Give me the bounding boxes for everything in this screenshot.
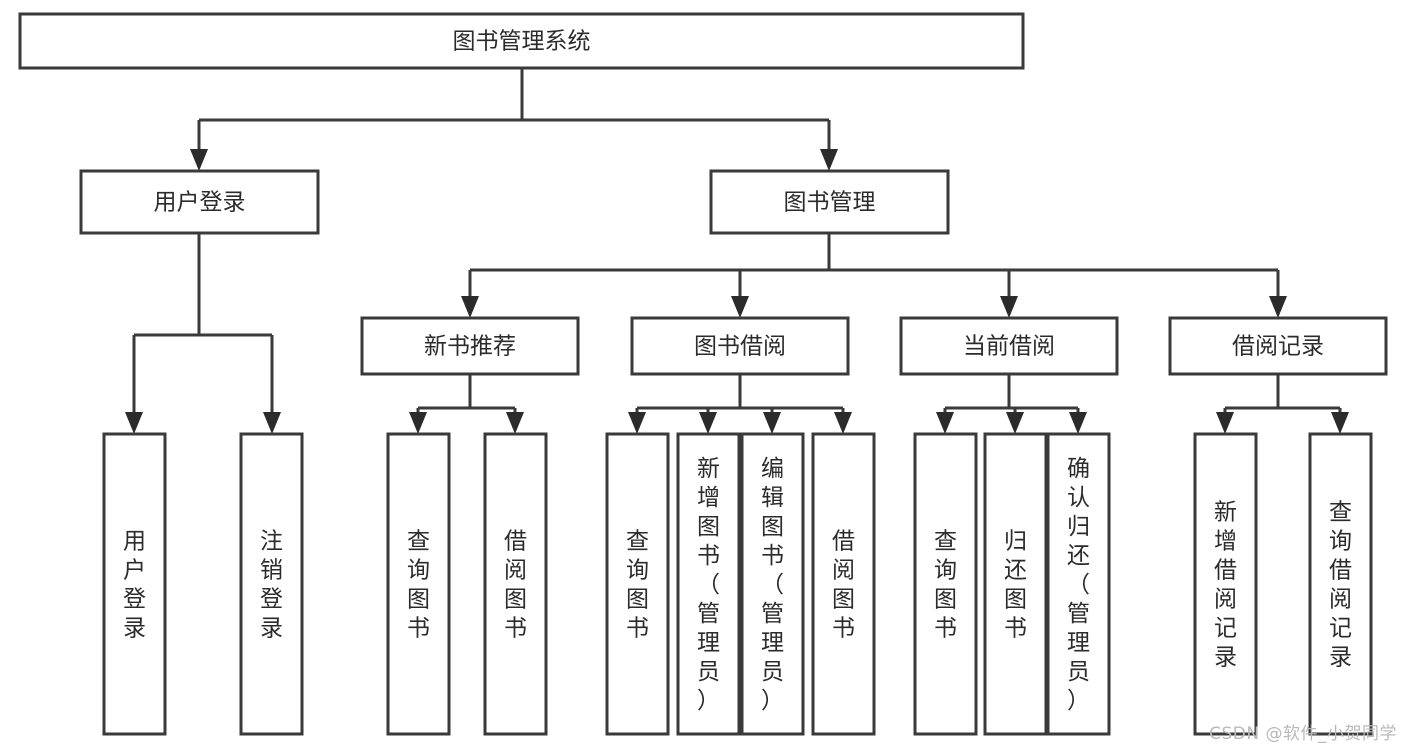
node-leaf-4[interactable]: 查询图书 [605, 432, 670, 736]
arrow-head-icon [763, 412, 781, 434]
arrow-head-icon [699, 412, 717, 434]
node-leaf-0[interactable]: 用户登录 [102, 432, 167, 736]
connectors-layer [125, 68, 1349, 434]
node-label: 图书管理 [784, 190, 876, 216]
node-label: 借阅记录 [1232, 334, 1324, 360]
node-leaf-3[interactable]: 借阅图书 [483, 432, 548, 736]
node-leaf-6[interactable]: 编辑图书（管理员） [740, 432, 805, 736]
connector-group-0 [190, 68, 838, 171]
arrow-head-icon [1000, 296, 1018, 318]
node-label: 当前借阅 [963, 334, 1055, 360]
arrow-head-icon [1069, 412, 1087, 434]
arrow-head-icon [834, 412, 852, 434]
node-leaf-12[interactable]: 查询借阅记录 [1308, 432, 1373, 736]
connector-group-1 [125, 233, 281, 434]
arrow-head-icon [190, 149, 208, 171]
node-level1-1[interactable]: 图书管理 [709, 169, 950, 235]
connector-group-4 [628, 374, 852, 434]
nodes-layer: 图书管理系统用户登录图书管理新书推荐图书借阅当前借阅借阅记录用户登录注销登录查询… [18, 12, 1388, 736]
node-label: 注销登录 [260, 529, 283, 642]
arrow-head-icon [125, 412, 143, 434]
node-label: 新增图书（管理员） [697, 456, 720, 714]
node-label: 查询图书 [626, 529, 649, 642]
arrow-head-icon [1269, 296, 1287, 318]
node-box[interactable] [1046, 432, 1111, 736]
arrow-head-icon [506, 412, 524, 434]
node-leaf-8[interactable]: 查询图书 [913, 432, 978, 736]
node-box[interactable] [483, 432, 548, 736]
node-box[interactable] [79, 169, 320, 235]
node-leaf-11[interactable]: 新增借阅记录 [1193, 432, 1258, 736]
node-label: 新增借阅记录 [1214, 500, 1237, 671]
node-leaf-7[interactable]: 借阅图书 [811, 432, 876, 736]
node-label: 图书管理系统 [453, 29, 591, 55]
node-label: 查询借阅记录 [1329, 500, 1352, 671]
node-box[interactable] [899, 316, 1119, 376]
node-level2-2[interactable]: 当前借阅 [899, 316, 1119, 376]
node-label: 图书借阅 [694, 334, 786, 360]
node-label: 编辑图书（管理员） [761, 456, 784, 714]
node-box[interactable] [740, 432, 805, 736]
node-label: 查询图书 [407, 529, 430, 642]
node-leaf-2[interactable]: 查询图书 [386, 432, 451, 736]
arrow-head-icon [409, 412, 427, 434]
node-leaf-9[interactable]: 归还图书 [983, 432, 1048, 736]
node-box[interactable] [1193, 432, 1258, 736]
node-leaf-10[interactable]: 确认归还（管理员） [1046, 432, 1111, 736]
arrow-head-icon [1006, 412, 1024, 434]
connector-group-2 [461, 233, 1287, 318]
node-box[interactable] [18, 12, 1025, 70]
connector-group-3 [409, 374, 524, 434]
node-leaf-1[interactable]: 注销登录 [239, 432, 304, 736]
node-box[interactable] [102, 432, 167, 736]
arrow-head-icon [263, 412, 281, 434]
node-level1-0[interactable]: 用户登录 [79, 169, 320, 235]
arrow-head-icon [731, 296, 749, 318]
connector-group-6 [1216, 374, 1349, 434]
node-box[interactable] [386, 432, 451, 736]
node-level2-0[interactable]: 新书推荐 [360, 316, 580, 376]
node-box[interactable] [630, 316, 850, 376]
node-label: 归还图书 [1004, 529, 1027, 642]
node-label: 新书推荐 [424, 334, 516, 360]
connector-group-5 [936, 374, 1087, 434]
node-box[interactable] [709, 169, 950, 235]
node-label: 查询图书 [934, 529, 957, 642]
node-box[interactable] [983, 432, 1048, 736]
arrow-head-icon [1216, 412, 1234, 434]
node-box[interactable] [239, 432, 304, 736]
watermark-label: CSDN @软件_小贺同学 [1209, 724, 1397, 744]
arrow-head-icon [628, 412, 646, 434]
node-label: 确认归还（管理员） [1067, 456, 1090, 714]
node-box[interactable] [913, 432, 978, 736]
node-box[interactable] [1168, 316, 1388, 376]
node-box[interactable] [1308, 432, 1373, 736]
node-label: 用户登录 [123, 529, 146, 642]
arrow-head-icon [461, 296, 479, 318]
node-box[interactable] [360, 316, 580, 376]
node-box[interactable] [605, 432, 670, 736]
node-level2-1[interactable]: 图书借阅 [630, 316, 850, 376]
node-label: 借阅图书 [504, 529, 527, 642]
arrow-head-icon [820, 149, 838, 171]
node-level2-3[interactable]: 借阅记录 [1168, 316, 1388, 376]
arrow-head-icon [1331, 412, 1349, 434]
node-box[interactable] [676, 432, 741, 736]
node-label: 借阅图书 [832, 529, 855, 642]
node-root-0[interactable]: 图书管理系统 [18, 12, 1025, 70]
node-label: 用户登录 [154, 190, 246, 216]
node-leaf-5[interactable]: 新增图书（管理员） [676, 432, 741, 736]
node-box[interactable] [811, 432, 876, 736]
arrow-head-icon [936, 412, 954, 434]
